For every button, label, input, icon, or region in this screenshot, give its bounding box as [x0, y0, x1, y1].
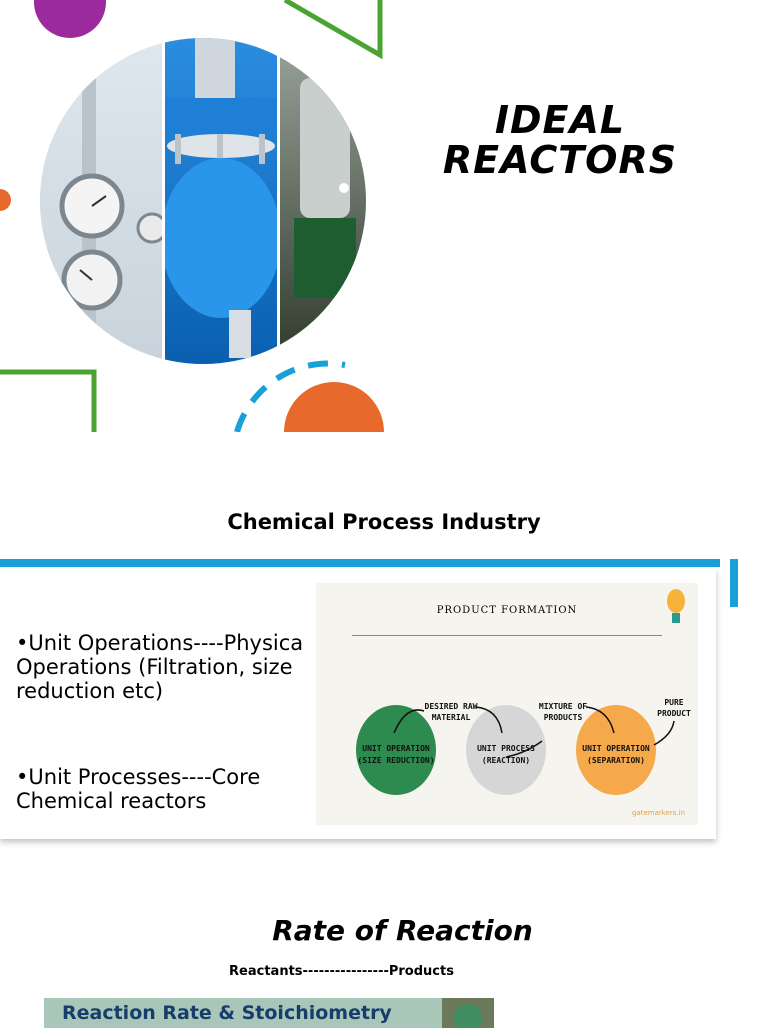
- banner-image: [442, 998, 494, 1028]
- diagram-rule: [352, 635, 662, 636]
- bullet-unit-processes: •Unit Processes----Core Chemical reactor…: [16, 765, 261, 813]
- note-mixture: MIXTURE OF PRODUCTS: [538, 702, 588, 722]
- reaction-equation: Reactants----------------Products: [229, 964, 454, 979]
- process-industry-slide: Chemical Process Industry •Unit Operatio…: [0, 465, 768, 865]
- orange-half-circle-shape: [284, 382, 384, 432]
- title-line-2: REACTORS: [442, 138, 678, 182]
- flow-arrows: [393, 589, 685, 758]
- orange-dot-shape: [0, 189, 11, 211]
- note-pure-product: PURE PRODUCT: [657, 698, 691, 718]
- blue-accent-tab: [730, 559, 738, 607]
- slide-title: Rate of Reaction: [272, 914, 533, 947]
- gauges-photo-panel: [40, 38, 168, 364]
- note-raw-material: DESIRED RAW MATERIAL: [424, 702, 478, 722]
- purple-circle-shape: [34, 0, 106, 38]
- circle-label-separation: UNIT OPERATION (SEPARATION): [582, 744, 650, 765]
- title-line-1: IDEAL: [494, 98, 626, 142]
- banner-text: Reaction Rate & Stoichiometry: [62, 1002, 392, 1024]
- slide-title: Chemical Process Industry: [227, 510, 541, 534]
- tank-photo-panel: [280, 38, 366, 364]
- green-corner-shape: [0, 369, 97, 432]
- lightbulb-icon: [667, 589, 685, 623]
- title-slide: IDEAL REACTORS: [0, 0, 768, 432]
- industrial-photo-collage: [40, 38, 366, 364]
- arrow-2: [475, 706, 503, 734]
- diagram-title: PRODUCT FORMATION: [436, 605, 578, 616]
- circle-label-size-reduction: UNIT OPERATION (SIZE REDUCTION): [357, 744, 435, 765]
- bullet-unit-operations: •Unit Operations----Physica Operations (…: [16, 631, 304, 703]
- blue-valve-photo-panel: [161, 38, 281, 364]
- arrow-5: [653, 720, 675, 746]
- circle-separation: [576, 705, 656, 795]
- product-formation-diagram: PRODUCT FORMATION UNIT OPERATION (SIZE R…: [316, 583, 698, 825]
- slide-title: IDEAL REACTORS: [400, 100, 720, 180]
- circle-label-reaction: UNIT PROCESS (REACTION): [477, 744, 535, 765]
- circle-size-reduction: [356, 705, 436, 795]
- arrow-1: [393, 709, 425, 734]
- stoichiometry-banner: Reaction Rate & Stoichiometry: [44, 998, 494, 1028]
- arrow-4: [585, 706, 615, 734]
- circle-reaction: [466, 705, 546, 795]
- source-credit: gatemarkers.in: [632, 809, 686, 817]
- green-triangle-shape: [283, 0, 383, 60]
- arrow-3: [505, 740, 543, 758]
- blue-accent-bar: [0, 559, 720, 567]
- rate-of-reaction-slide: Rate of Reaction Reactants--------------…: [0, 900, 768, 1028]
